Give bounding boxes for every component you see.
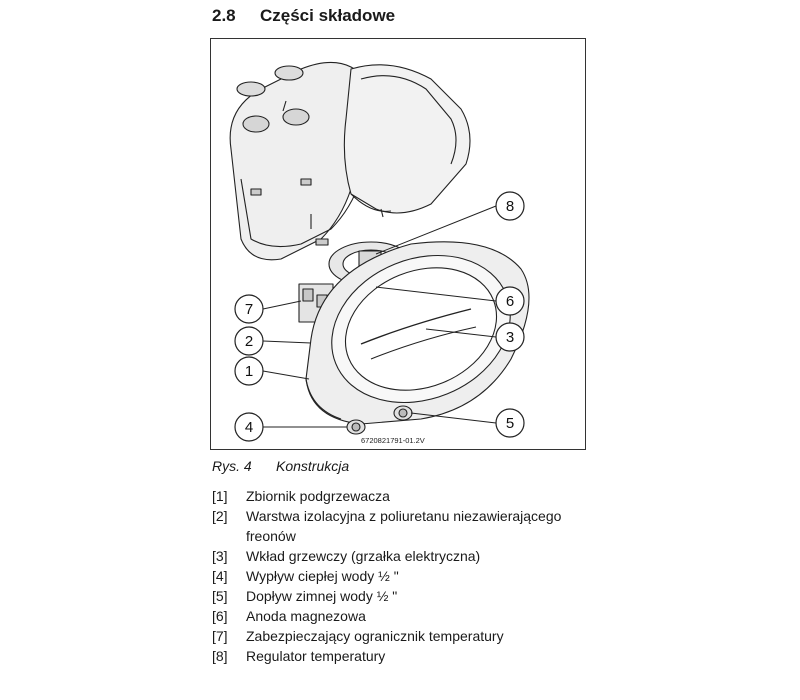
tank-body: [305, 241, 530, 425]
callout-6: 6: [495, 286, 525, 316]
figure-caption: Rys. 4 Konstrukcja: [212, 458, 349, 474]
callout-8: 8: [495, 191, 525, 221]
legend-item: [4] Wypływ ciepłej wody ½ ": [212, 566, 576, 586]
legend-text: Anoda magnezowa: [246, 608, 366, 624]
callout-3-label: 3: [506, 329, 514, 346]
figure-id-label: 6720821791-01.2V: [361, 436, 425, 445]
legend-text: Dopływ zimnej wody ½ ": [246, 588, 398, 604]
legend-item: [6] Anoda magnezowa: [212, 606, 576, 626]
callout-4: 4: [234, 412, 264, 442]
legend-key: [8]: [212, 648, 228, 664]
legend-key: [2]: [212, 508, 228, 524]
legend-text: Wypływ ciepłej wody ½ ": [246, 568, 399, 584]
section-title: Części składowe: [260, 6, 396, 25]
figure-frame: 8 7 6 2 3 1 4 5 6720821791-01: [210, 38, 586, 450]
callout-2: 2: [234, 326, 264, 356]
callout-7: 7: [234, 294, 264, 324]
callout-6-label: 6: [506, 293, 514, 310]
pipe-fittings: [346, 405, 413, 435]
legend-key: [5]: [212, 588, 228, 604]
legend-text: Wkład grzewczy (grzałka elektryczna): [246, 548, 481, 564]
legend-text: Zbiornik podgrzewacza: [246, 488, 390, 504]
caption-text: Konstrukcja: [276, 458, 350, 474]
legend-item: [8] Regulator temperatury: [212, 646, 576, 666]
legend-item: [3] Wkład grzewczy (grzałka elektryczna): [212, 546, 576, 566]
legend-key: [7]: [212, 628, 228, 644]
legend-key: [6]: [212, 608, 228, 624]
legend-text: Zabezpieczający ogranicznik temperatury: [246, 628, 504, 644]
legend-key: [3]: [212, 548, 228, 564]
callout-5-label: 5: [506, 415, 514, 432]
parts-legend: [1] Zbiornik podgrzewacza [2] Warstwa izol…: [212, 486, 576, 666]
section-heading: 2.8 Części składowe: [212, 6, 395, 26]
cover-assembly: [229, 61, 377, 261]
section-number: 2.8: [212, 6, 236, 25]
callout-5: 5: [495, 408, 525, 438]
legend-text: Warstwa izolacyjna z poliuretanu niezawi…: [246, 508, 562, 544]
callout-3: 3: [495, 322, 525, 352]
housing-shell: [343, 64, 471, 218]
callout-8-label: 8: [506, 198, 514, 215]
legend-key: [1]: [212, 488, 228, 504]
callout-1: 1: [234, 356, 264, 386]
legend-item: [7] Zabezpieczający ogranicznik temperatu…: [212, 626, 576, 646]
caption-number: Rys. 4: [212, 458, 252, 474]
callout-7-label: 7: [245, 301, 253, 318]
callout-1-label: 1: [245, 363, 253, 380]
legend-item: [2] Warstwa izolacyjna z poliuretanu niez…: [212, 506, 576, 546]
exploded-view-drawing: 8 7 6 2 3 1 4 5 6720821791-01: [229, 61, 530, 445]
legend-item: [5] Dopływ zimnej wody ½ ": [212, 586, 576, 606]
callout-2-label: 2: [245, 333, 253, 350]
legend-item: [1] Zbiornik podgrzewacza: [212, 486, 576, 506]
legend-key: [4]: [212, 568, 228, 584]
legend-text: Regulator temperatury: [246, 648, 386, 664]
leader-lines: [262, 205, 497, 428]
callout-4-label: 4: [245, 419, 253, 436]
